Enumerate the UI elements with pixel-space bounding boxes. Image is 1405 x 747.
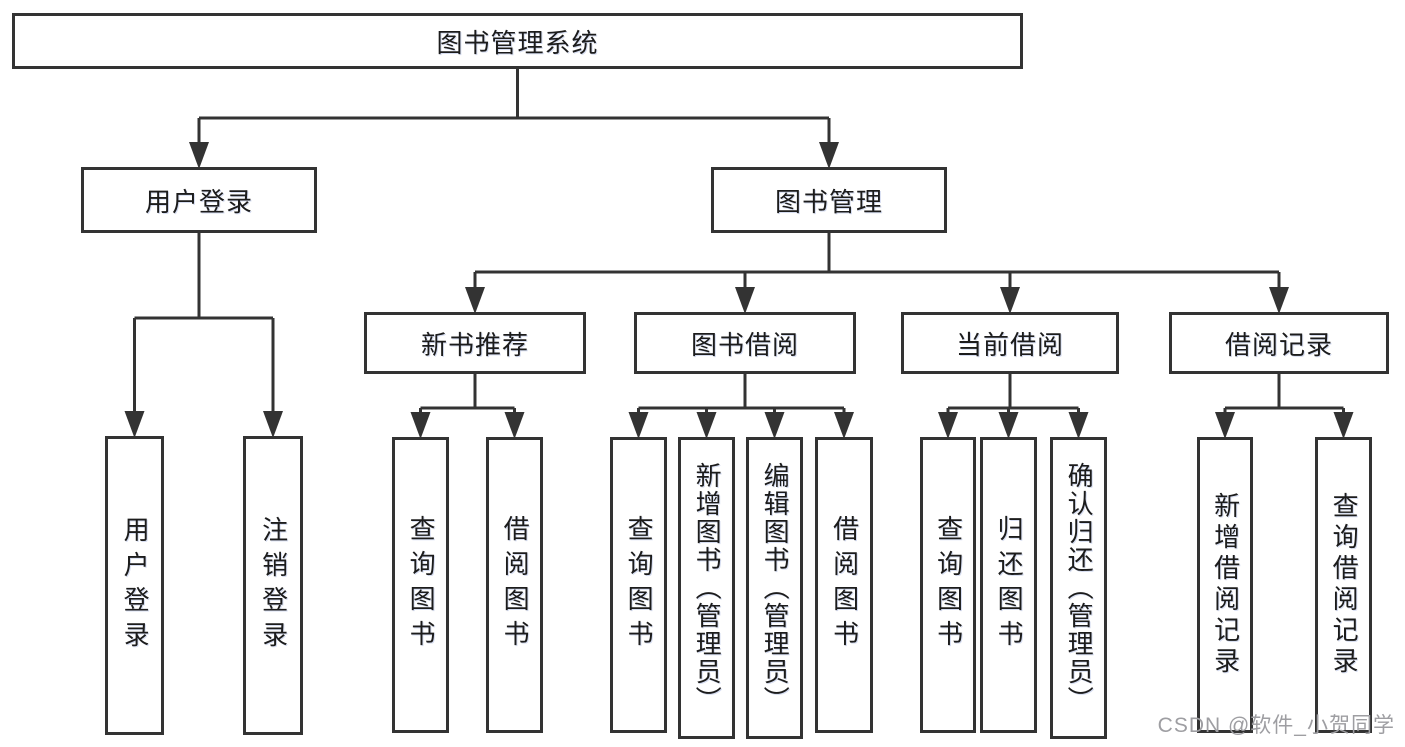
node-label: 用户登录 xyxy=(144,186,253,217)
node-borrowing-records: 借阅记录 xyxy=(1169,312,1389,374)
node-bb-query-books: 查询图书 xyxy=(610,437,667,733)
node-cb-return-books: 归还图书 xyxy=(980,437,1037,733)
node-label: 图书借阅 xyxy=(690,329,799,360)
node-label: 图书管理系统 xyxy=(436,27,599,58)
node-label: 归还图书 xyxy=(994,515,1025,655)
node-label: 新增图书（管理员） xyxy=(692,462,723,714)
node-book-management: 图书管理 xyxy=(711,167,947,233)
node-label: 查询图书 xyxy=(933,515,964,655)
node-label: 注销登录 xyxy=(258,515,289,656)
arrowhead-br-query-record xyxy=(1333,412,1354,439)
node-label: 新书推荐 xyxy=(420,329,529,360)
node-nbr-borrow-books: 借阅图书 xyxy=(486,437,543,733)
node-user-login-leaf: 用户登录 xyxy=(105,436,164,735)
arrowhead-book-borrowing xyxy=(735,287,755,314)
node-library-system: 图书管理系统 xyxy=(12,13,1023,69)
arrowhead-nbr-borrow-books xyxy=(504,412,525,439)
node-label: 查询图书 xyxy=(624,515,655,655)
node-label: 借阅图书 xyxy=(500,515,531,655)
node-label: 图书管理 xyxy=(774,186,883,217)
node-label: 确认归还（管理员） xyxy=(1064,462,1095,714)
node-logout-leaf: 注销登录 xyxy=(243,436,303,735)
arrowhead-bb-query-books xyxy=(628,412,649,439)
node-bb-add-books-admin: 新增图书（管理员） xyxy=(678,437,735,739)
node-label: 查询借阅记录 xyxy=(1329,492,1360,678)
node-label: 借阅记录 xyxy=(1224,329,1333,360)
watermark: CSDN @软件_小贺同学 xyxy=(1157,714,1395,737)
node-new-book-recommend: 新书推荐 xyxy=(364,312,586,374)
node-user-login-branch: 用户登录 xyxy=(81,167,317,233)
arrowhead-br-add-record xyxy=(1215,412,1235,439)
node-cb-query-books: 查询图书 xyxy=(920,437,976,733)
arrowhead-nbr-query-books xyxy=(410,412,431,439)
arrowhead-logout-leaf xyxy=(263,411,283,438)
arrowhead-book-management xyxy=(819,142,839,169)
node-br-add-record: 新增借阅记录 xyxy=(1197,437,1253,733)
arrowhead-new-book-recommend xyxy=(465,287,485,314)
node-cb-confirm-return-admin: 确认归还（管理员） xyxy=(1050,437,1107,739)
node-bb-edit-books-admin: 编辑图书（管理员） xyxy=(746,437,803,739)
node-br-query-record: 查询借阅记录 xyxy=(1315,437,1372,733)
arrowhead-user-login-branch xyxy=(189,142,209,169)
node-label: 用户登录 xyxy=(120,515,151,656)
arrowhead-user-login-leaf xyxy=(124,411,145,438)
node-label: 编辑图书（管理员） xyxy=(760,462,791,714)
arrowhead-bb-borrow-books xyxy=(834,412,854,439)
arrowhead-bb-edit-books-admin xyxy=(764,412,785,439)
arrowhead-current-borrowing xyxy=(1000,287,1020,314)
arrowhead-cb-query-books xyxy=(938,412,958,439)
node-label: 查询图书 xyxy=(406,515,437,655)
arrowhead-bb-add-books-admin xyxy=(696,412,717,439)
node-current-borrowing: 当前借阅 xyxy=(901,312,1119,374)
node-bb-borrow-books: 借阅图书 xyxy=(815,437,873,733)
node-book-borrowing: 图书借阅 xyxy=(634,312,856,374)
arrowhead-cb-return-books xyxy=(998,412,1019,439)
node-label: 借阅图书 xyxy=(829,515,860,655)
node-label: 新增借阅记录 xyxy=(1210,492,1241,678)
node-nbr-query-books: 查询图书 xyxy=(392,437,449,733)
node-label: 当前借阅 xyxy=(955,329,1064,360)
arrowhead-borrowing-records xyxy=(1269,287,1289,314)
arrowhead-cb-confirm-return-admin xyxy=(1068,412,1089,439)
